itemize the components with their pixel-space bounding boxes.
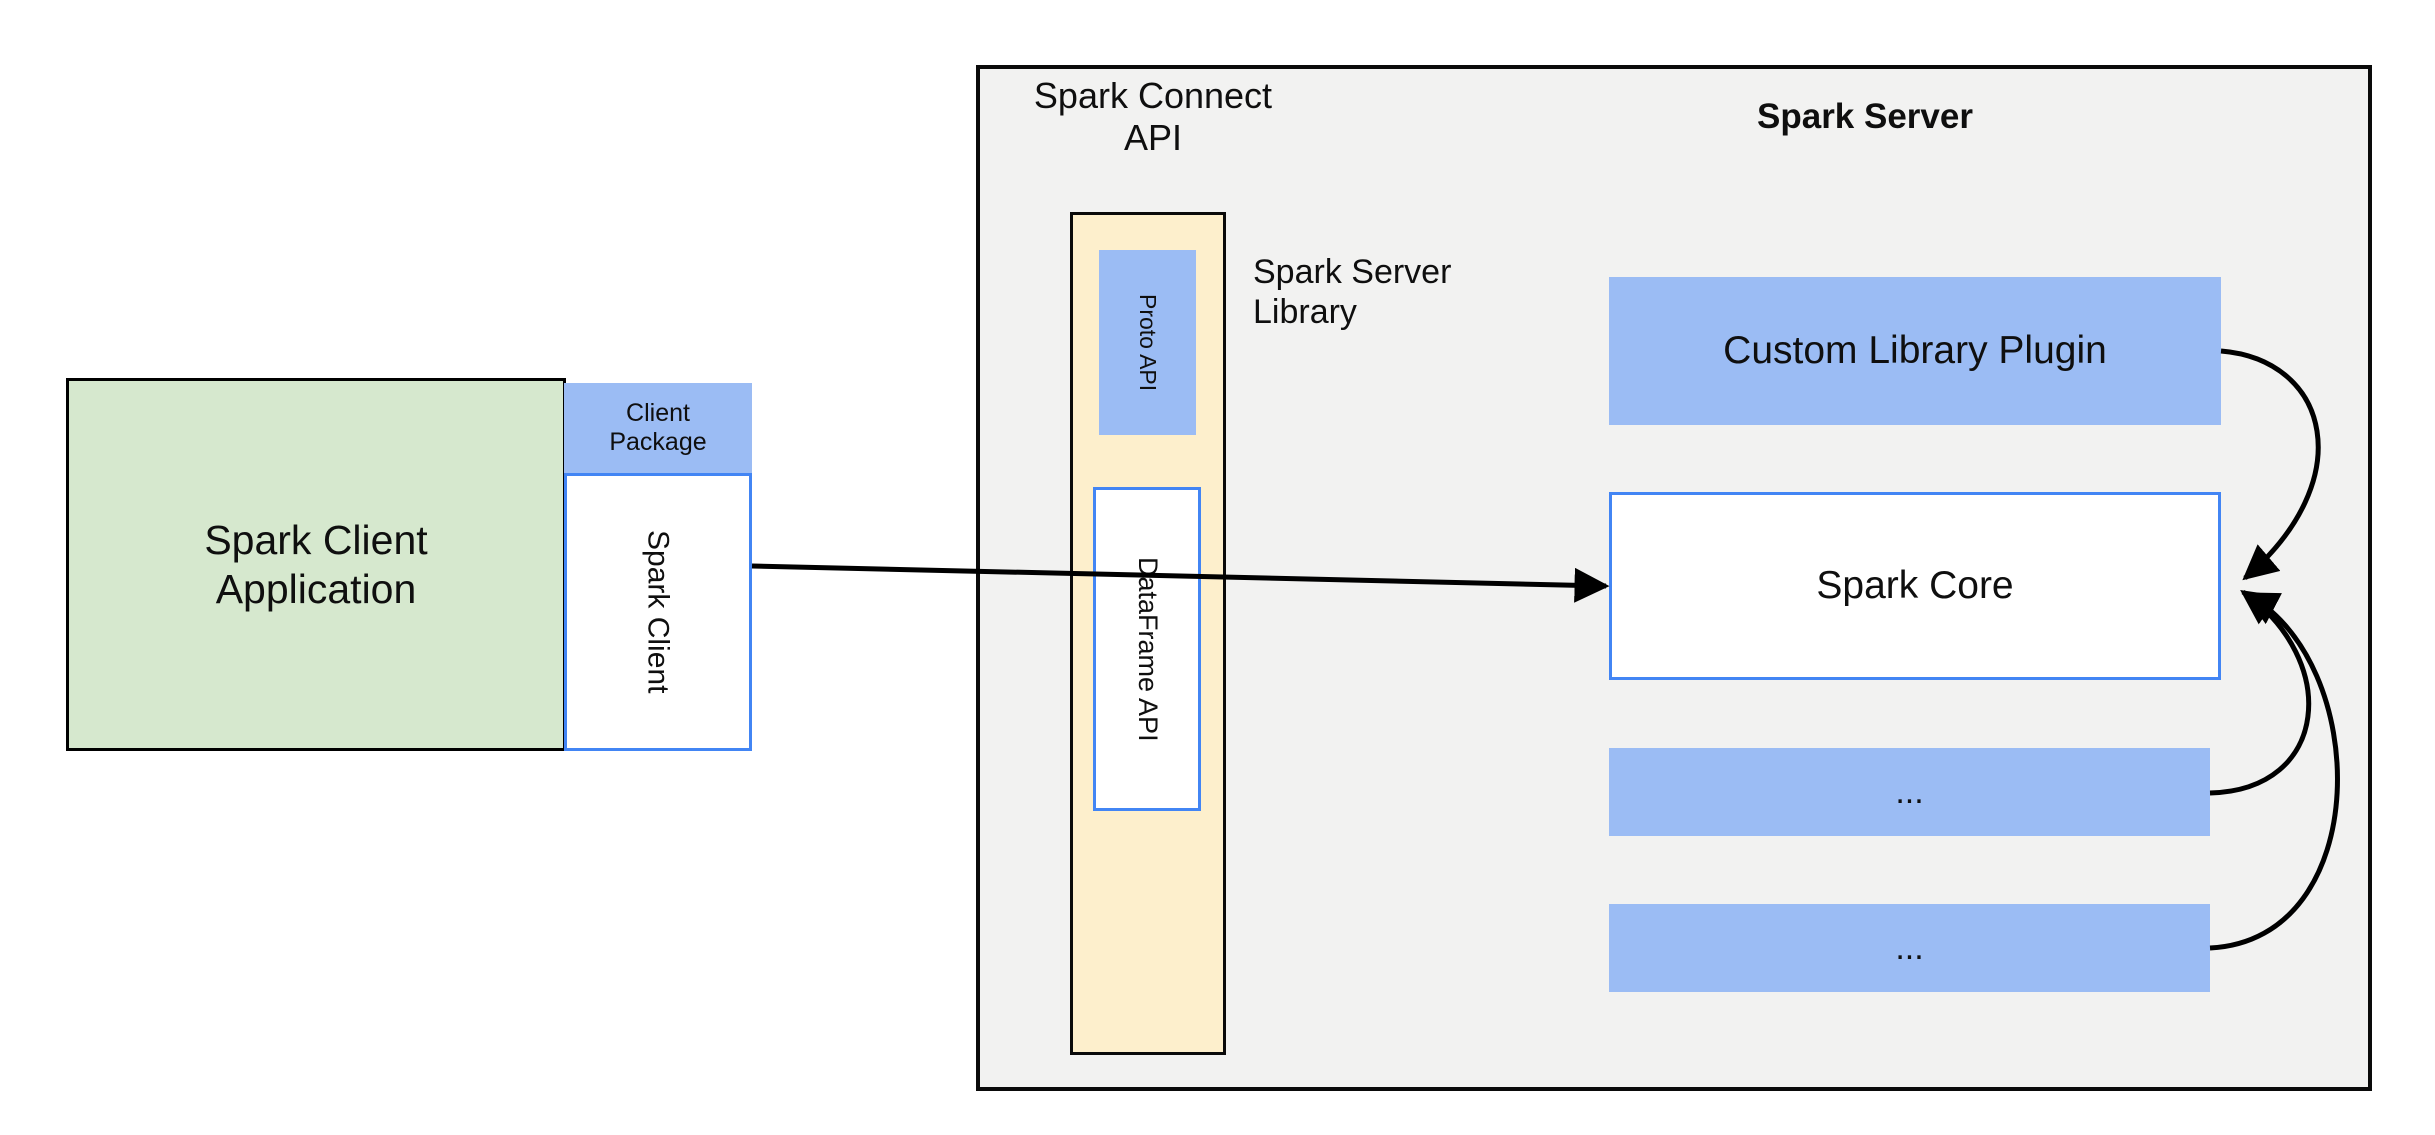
client-package-box: Client Package: [564, 383, 752, 473]
spark-server-library-label: Spark Server Library: [1253, 247, 1553, 337]
spark-server-library-label-line2: Library: [1253, 293, 1357, 331]
proto-api-label: Proto API: [1135, 293, 1162, 392]
spark-connect-api-label: Spark Connect API: [1003, 72, 1303, 162]
spark-client-application-box: Spark Client Application: [66, 378, 566, 751]
client-application-label-line2: Application: [215, 565, 417, 612]
dataframe-api-box: DataFrame API: [1093, 487, 1201, 811]
spark-server-library-label-line1: Spark Server: [1253, 252, 1452, 291]
placeholder-component-box-1: ...: [1609, 748, 2210, 836]
placeholder-component-box-2: ...: [1609, 904, 2210, 992]
custom-library-plugin-box: Custom Library Plugin: [1609, 277, 2221, 425]
proto-api-box: Proto API: [1099, 250, 1196, 435]
spark-connect-api-label-line2: API: [1123, 117, 1183, 158]
spark-client-label: Spark Client: [641, 530, 675, 694]
spark-client-box: Spark Client: [564, 473, 752, 751]
spark-connect-api-label-line1: Spark Connect: [1033, 74, 1273, 116]
client-package-label-line2: Package: [609, 428, 707, 456]
spark-server-title: Spark Server: [1757, 97, 1973, 137]
client-application-label-line1: Spark Client: [204, 517, 428, 564]
spark-core-box: Spark Core: [1609, 492, 2221, 680]
dataframe-api-label: DataFrame API: [1132, 556, 1163, 742]
client-package-label-line1: Client: [626, 398, 690, 427]
